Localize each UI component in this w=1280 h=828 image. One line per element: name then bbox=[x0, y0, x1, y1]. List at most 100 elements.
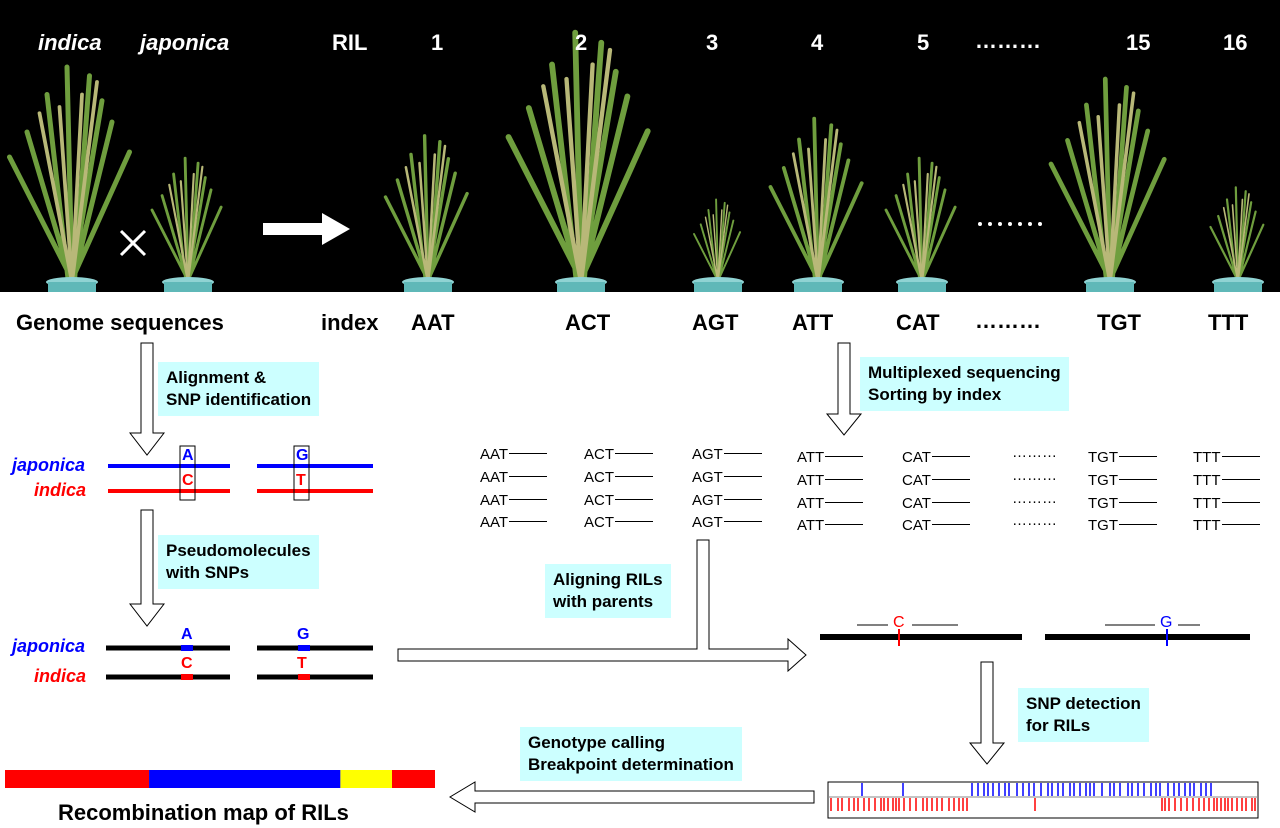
index-tgt: TGT bbox=[1097, 310, 1141, 335]
read-cat-2: CAT bbox=[902, 472, 970, 489]
segment-heterozygous-3 bbox=[340, 770, 392, 788]
pseudo-base-japonica-1: A bbox=[181, 626, 193, 643]
read-ellipsis-3: ……… bbox=[1012, 490, 1057, 507]
read-act-1: ACT bbox=[584, 446, 653, 463]
read-cat-1: CAT bbox=[902, 449, 970, 466]
read-index-label: ATT bbox=[797, 472, 825, 489]
segment-indica-4 bbox=[392, 770, 435, 788]
snp-base-japonica-1: A bbox=[182, 447, 194, 464]
step-aligning-line2: with parents bbox=[553, 592, 654, 611]
ellipsis-dots bbox=[978, 222, 1042, 226]
step-geno-line2: Breakpoint determination bbox=[528, 755, 734, 774]
read-index-label: AGT bbox=[692, 469, 723, 486]
pseudomolecules bbox=[106, 645, 373, 680]
read-ellipsis-1: ……… bbox=[1012, 444, 1057, 461]
segment-indica-1 bbox=[5, 770, 150, 788]
ril-number-15: 15 bbox=[1126, 30, 1151, 55]
index-cat: CAT bbox=[896, 310, 940, 335]
label-ril: RIL bbox=[332, 30, 368, 55]
ril-ellipsis: ……… bbox=[975, 28, 1041, 53]
read-index-label: ACT bbox=[584, 492, 614, 509]
read-index-label: CAT bbox=[902, 449, 931, 466]
index-label: index bbox=[321, 310, 379, 335]
read-index-label: TTT bbox=[1193, 472, 1221, 489]
recombination-map-title: Recombination map of RILs bbox=[58, 800, 349, 825]
read-ttt-3: TTT bbox=[1193, 495, 1260, 512]
arrow-down-1 bbox=[128, 342, 166, 456]
ril-number-2: 2 bbox=[575, 30, 588, 55]
genome-sequences-label: Genome sequences bbox=[16, 310, 224, 335]
read-index-label: ACT bbox=[584, 469, 614, 486]
read-tgt-1: TGT bbox=[1088, 449, 1157, 466]
read-aat-2: AAT bbox=[480, 469, 548, 486]
step-multiplexed-sequencing: Multiplexed sequencing Sorting by index bbox=[860, 357, 1069, 411]
arrow-down-4 bbox=[968, 661, 1006, 765]
ril-number-1: 1 bbox=[431, 30, 444, 55]
step-multiplex-line1: Multiplexed sequencing bbox=[868, 363, 1061, 382]
read-att-1: ATT bbox=[797, 449, 864, 466]
read-agt-1: AGT bbox=[692, 446, 762, 463]
arrow-right-icon bbox=[263, 213, 350, 245]
snp-base-indica-2: T bbox=[296, 472, 306, 489]
ril-allele-2: G bbox=[1160, 614, 1173, 631]
step-alignment-line2: SNP identification bbox=[166, 390, 312, 409]
species-indica-2: indica bbox=[34, 666, 87, 686]
read-act-3: ACT bbox=[584, 492, 653, 509]
read-index-label: ACT bbox=[584, 446, 614, 463]
read-index-label: AAT bbox=[480, 469, 509, 486]
read-index-label: AGT bbox=[692, 514, 723, 531]
read-tgt-4: TGT bbox=[1088, 517, 1157, 534]
read-index-label: AAT bbox=[480, 514, 509, 531]
label-japonica: japonica bbox=[140, 30, 230, 55]
step-genotype-calling: Genotype calling Breakpoint determinatio… bbox=[520, 727, 742, 781]
read-agt-4: AGT bbox=[692, 514, 762, 531]
read-ttt-1: TTT bbox=[1193, 449, 1260, 466]
read-cat-4: CAT bbox=[902, 517, 970, 534]
index-agt: AGT bbox=[692, 310, 739, 335]
read-aat-4: AAT bbox=[480, 514, 548, 531]
species-japonica-1: japonica bbox=[12, 455, 86, 475]
arrow-left bbox=[449, 781, 815, 813]
pseudo-base-japonica-2: G bbox=[297, 626, 310, 643]
read-att-2: ATT bbox=[797, 472, 864, 489]
read-agt-3: AGT bbox=[692, 492, 762, 509]
ril-number-3: 3 bbox=[706, 30, 719, 55]
read-index-label: TTT bbox=[1193, 517, 1221, 534]
pseudo-base-indica-1: C bbox=[181, 655, 193, 672]
read-att-3: ATT bbox=[797, 495, 864, 512]
read-index-label: CAT bbox=[902, 495, 931, 512]
index-ttt: TTT bbox=[1208, 310, 1249, 335]
read-att-4: ATT bbox=[797, 517, 864, 534]
index-act: ACT bbox=[565, 310, 611, 335]
index-ellipsis: ……… bbox=[975, 308, 1041, 333]
ril-number-16: 16 bbox=[1223, 30, 1248, 55]
read-index-label: AGT bbox=[692, 492, 723, 509]
read-index-label: ATT bbox=[797, 495, 825, 512]
read-index-label: TGT bbox=[1088, 449, 1118, 466]
species-japonica-2: japonica bbox=[12, 636, 86, 656]
read-ttt-4: TTT bbox=[1193, 517, 1260, 534]
read-tgt-3: TGT bbox=[1088, 495, 1157, 512]
step-multiplex-line2: Sorting by index bbox=[868, 385, 1002, 404]
read-index-label: CAT bbox=[902, 472, 931, 489]
step-pseudomolecules: Pseudomolecules with SNPs bbox=[158, 535, 319, 589]
step-alignment-line1: Alignment & bbox=[166, 368, 267, 387]
cross-icon bbox=[119, 229, 147, 257]
read-agt-2: AGT bbox=[692, 469, 762, 486]
step-aligning-rils: Aligning RILs with parents bbox=[545, 564, 671, 618]
arrow-down-3 bbox=[825, 342, 863, 436]
read-ellipsis-4: ……… bbox=[1012, 512, 1057, 529]
read-aat-1: AAT bbox=[480, 446, 548, 463]
read-aat-3: AAT bbox=[480, 492, 548, 509]
label-indica: indica bbox=[38, 30, 102, 55]
index-att: ATT bbox=[792, 310, 834, 335]
read-index-label: AGT bbox=[692, 446, 723, 463]
snp-detection-strip bbox=[827, 781, 1259, 819]
step-geno-line1: Genotype calling bbox=[528, 733, 665, 752]
snp-base-japonica-2: G bbox=[296, 447, 309, 464]
read-ellipsis-2: ……… bbox=[1012, 467, 1057, 484]
read-cat-3: CAT bbox=[902, 495, 970, 512]
recombination-map-bar bbox=[5, 770, 435, 788]
snp-base-indica-1: C bbox=[182, 472, 194, 489]
